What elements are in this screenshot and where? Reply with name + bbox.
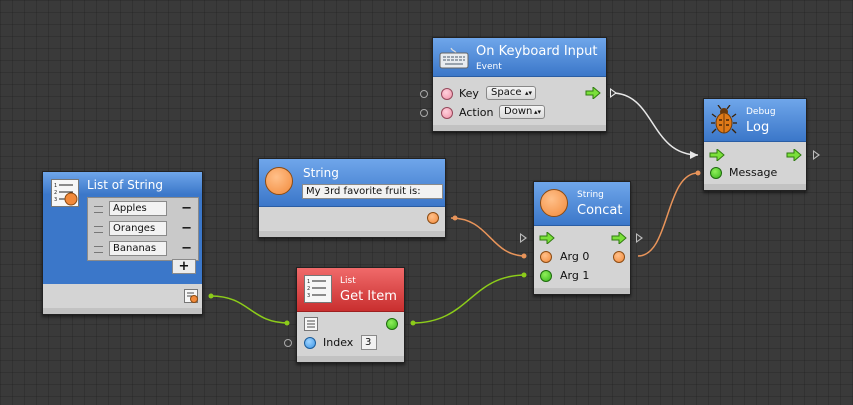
wire-concat-to-log [637, 172, 699, 257]
node-title: Log [746, 120, 770, 135]
message-input-port[interactable] [710, 167, 722, 179]
node-subtitle: Event [476, 62, 502, 72]
remove-item-button[interactable]: − [181, 201, 192, 216]
orange-circle-icon [265, 167, 293, 195]
drag-handle-icon[interactable] [94, 226, 103, 233]
string-list-editor: Apples − Oranges − Bananas − [87, 197, 199, 261]
wire-flow-keyboard-to-log [611, 92, 699, 156]
flow-output-arrow-icon[interactable] [786, 149, 802, 161]
list-item-field[interactable]: Apples [109, 201, 167, 216]
list-input-port-icon[interactable] [304, 317, 318, 331]
bug-icon [711, 105, 737, 134]
list-item-field[interactable]: Oranges [109, 221, 167, 236]
action-dropdown-value: Down [504, 106, 533, 117]
node-header[interactable]: Debug Log [704, 99, 806, 142]
arg0-label: Arg 0 [560, 250, 590, 263]
drag-handle-icon[interactable] [94, 246, 103, 253]
keyboard-icon [439, 47, 469, 69]
add-item-button[interactable]: + [172, 259, 196, 274]
node-subtitle: String [577, 190, 604, 200]
arg1-input-port[interactable] [540, 270, 552, 282]
flow-output-arrow-icon[interactable] [611, 232, 627, 244]
flow-out-connector[interactable] [610, 88, 617, 98]
key-unconnected-socket[interactable] [420, 90, 428, 98]
node-subtitle: Debug [746, 107, 776, 117]
svg-text:1: 1 [54, 183, 57, 189]
list-item[interactable]: Apples − [88, 199, 198, 219]
node-title: Concat [577, 203, 623, 218]
index-value-field[interactable]: 3 [361, 335, 377, 350]
result-output-port[interactable] [613, 251, 625, 263]
flow-output-arrow-icon[interactable] [585, 87, 601, 99]
list-item[interactable]: Bananas − [88, 239, 198, 259]
drag-handle-icon[interactable] [94, 206, 103, 213]
arg0-input-port[interactable] [540, 251, 552, 263]
orange-circle-icon [540, 189, 568, 217]
string-concat-node[interactable]: String Concat Arg 0 Arg 1 [533, 181, 631, 295]
flow-input-arrow-icon[interactable] [539, 232, 555, 244]
string-value-field[interactable]: My 3rd favorite fruit is: [302, 184, 443, 199]
flow-in-connector[interactable] [520, 233, 527, 243]
node-subtitle: List [340, 276, 356, 286]
wire-list-to-getitem [210, 295, 290, 324]
remove-item-button[interactable]: − [181, 221, 192, 236]
list-item-field[interactable]: Bananas [109, 241, 167, 256]
flow-out-connector[interactable] [636, 233, 643, 243]
svg-text:1: 1 [307, 279, 310, 285]
dropdown-arrows-icon: ▴▾ [524, 89, 532, 97]
svg-text:2: 2 [307, 286, 310, 292]
wire-string-to-concat [450, 217, 527, 257]
node-header[interactable]: String My 3rd favorite fruit is: [259, 159, 445, 207]
string-output-port[interactable] [427, 212, 439, 224]
node-title: On Keyboard Input [476, 44, 598, 59]
key-dropdown-value: Space [491, 87, 522, 98]
action-label: Action [459, 106, 494, 119]
list-icon: 123 [304, 275, 332, 303]
action-input-port[interactable] [441, 107, 453, 119]
key-label: Key [459, 87, 479, 100]
key-dropdown[interactable]: Space ▴▾ [486, 86, 536, 100]
dropdown-arrows-icon: ▴▾ [533, 108, 541, 116]
svg-text:3: 3 [54, 197, 57, 203]
arg1-label: Arg 1 [560, 269, 590, 282]
wire-arrowhead [690, 151, 698, 159]
node-title: List of String [87, 178, 163, 192]
remove-item-button[interactable]: − [181, 241, 192, 256]
string-node[interactable]: String My 3rd favorite fruit is: [258, 158, 446, 238]
index-input-port[interactable] [304, 337, 316, 349]
node-header[interactable]: On Keyboard Input Event [433, 38, 606, 77]
action-dropdown[interactable]: Down ▴▾ [499, 105, 545, 119]
keyboard-input-node[interactable]: On Keyboard Input Event Key Space ▴▾ Act… [432, 37, 607, 132]
node-header[interactable]: String Concat [534, 182, 630, 226]
node-title: String [303, 166, 339, 180]
index-label: Index [323, 336, 354, 349]
wire-getitem-to-concat [411, 274, 527, 324]
svg-text:3: 3 [307, 293, 310, 299]
svg-text:2: 2 [54, 190, 57, 196]
flow-out-connector[interactable] [813, 150, 820, 160]
list-icon: 123 [51, 179, 79, 207]
action-unconnected-socket[interactable] [420, 109, 428, 117]
flow-input-arrow-icon[interactable] [709, 149, 725, 161]
key-input-port[interactable] [441, 88, 453, 100]
index-unconnected-socket[interactable] [284, 339, 292, 347]
list-output-port-icon[interactable] [184, 289, 198, 303]
message-label: Message [729, 166, 778, 179]
item-output-port[interactable] [386, 318, 398, 330]
list-item[interactable]: Oranges − [88, 219, 198, 239]
node-title: Get Item [340, 289, 397, 304]
debug-log-node[interactable]: Debug Log Message [703, 98, 807, 191]
